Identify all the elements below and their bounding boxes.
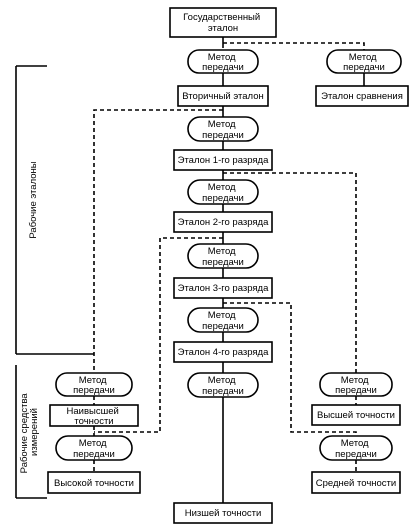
medium-accuracy-box: Средней точности: [311, 471, 401, 494]
standard-rank-4-box: Эталон 4-го разряда: [173, 341, 273, 363]
transfer-method-center-line-1: Метод: [208, 375, 236, 386]
standard-rank-3-box: Эталон 3-го разряда: [173, 277, 273, 299]
transfer-method-right-1: Метод передачи: [319, 372, 393, 397]
high-accuracy-box: Высокой точности: [47, 471, 141, 494]
transfer-method-4-line-1: Метод: [208, 182, 236, 193]
lowest-accuracy-label: Низшей точности: [185, 508, 262, 519]
svg-text:Метод передачи: Метод передачи: [335, 375, 377, 396]
transfer-method-left-2-line-2: передачи: [73, 449, 115, 460]
highest-accuracy-box: Наивысшей точности: [49, 404, 139, 427]
svg-text:Наивысшей точности: Наивысшей точности: [67, 406, 122, 427]
state-standard-box: Государственный эталон: [169, 7, 277, 38]
working-instruments-line-2: измерений: [29, 408, 40, 456]
svg-text:Метод передачи: Метод передачи: [202, 52, 244, 73]
state-standard-line-2: эталон: [208, 23, 238, 34]
transfer-method-right-1-line-1: Метод: [341, 375, 369, 386]
svg-text:Метод передачи: Метод передачи: [202, 310, 244, 332]
transfer-method-1-line-2: передачи: [202, 62, 244, 73]
transfer-method-6-line-2: передачи: [202, 321, 244, 332]
higher-accuracy-box: Высшей точности: [311, 404, 401, 426]
connector-lines: [15, 37, 365, 503]
transfer-method-right-2-line-1: Метод: [341, 438, 369, 449]
lowest-accuracy-box: Низшей точности: [173, 502, 273, 524]
transfer-method-4: Метод передачи: [187, 179, 259, 205]
svg-text:Метод передачи: Метод передачи: [202, 375, 244, 397]
comparison-standard-box: Эталон сравнения: [315, 85, 409, 107]
transfer-method-right-1-line-2: передачи: [335, 385, 377, 396]
standard-rank-3-label: Эталон 3-го разряда: [178, 283, 269, 294]
transfer-method-2-line-1: Метод: [349, 52, 377, 63]
transfer-method-left-1: Метод передачи: [55, 372, 133, 397]
standard-rank-1-label: Эталон 1-го разряда: [178, 155, 269, 166]
transfer-method-3: Метод передачи: [187, 116, 259, 142]
svg-text:Метод передачи: Метод передачи: [73, 375, 115, 396]
transfer-method-right-2: Метод передачи: [319, 435, 393, 461]
standard-rank-4-label: Эталон 4-го разряда: [178, 347, 269, 358]
transfer-method-right-2-line-2: передачи: [335, 449, 377, 460]
high-accuracy-label: Высокой точности: [54, 478, 134, 489]
transfer-method-5-line-1: Метод: [208, 246, 236, 257]
transfer-method-3-line-2: передачи: [202, 130, 244, 141]
higher-accuracy-label: Высшей точности: [317, 410, 395, 421]
transfer-method-4-line-2: передачи: [202, 193, 244, 204]
transfer-method-1: Метод передачи: [187, 49, 259, 74]
standard-rank-2-box: Эталон 2-го разряда: [173, 211, 273, 233]
svg-text:Метод передачи: Метод передачи: [202, 119, 244, 141]
working-instruments-line-1: Рабочие средства: [19, 393, 30, 474]
transfer-method-3-line-1: Метод: [208, 119, 236, 130]
comparison-standard-label: Эталон сравнения: [321, 91, 403, 102]
working-standards-label: Рабочие эталоны: [28, 161, 39, 238]
working-instruments-label: Рабочие средства измерений: [19, 391, 40, 474]
transfer-method-5: Метод передачи: [187, 243, 259, 269]
svg-text:Метод передачи: Метод передачи: [202, 182, 244, 204]
transfer-method-center: Метод передачи: [187, 372, 259, 398]
secondary-standard-label: Вторичный эталон: [182, 91, 263, 102]
svg-text:Метод передачи: Метод передачи: [73, 438, 115, 460]
svg-text:Метод передачи: Метод передачи: [202, 246, 244, 268]
transfer-method-2: Метод передачи: [326, 49, 402, 74]
medium-accuracy-label: Средней точности: [316, 478, 396, 489]
state-standard-line-1: Государственный: [183, 12, 260, 23]
transfer-method-5-line-2: передачи: [202, 257, 244, 268]
svg-text:Метод передачи: Метод передачи: [343, 52, 385, 73]
standard-rank-2-label: Эталон 2-го разряда: [178, 217, 269, 228]
transfer-method-1-line-1: Метод: [208, 52, 236, 63]
transfer-method-6: Метод передачи: [187, 307, 259, 333]
transfer-method-6-line-1: Метод: [208, 310, 236, 321]
transfer-method-center-line-2: передачи: [202, 386, 244, 397]
transfer-method-left-1-line-2: передачи: [73, 385, 115, 396]
highest-accuracy-line-2: точности: [74, 416, 113, 427]
transfer-method-2-line-2: передачи: [343, 62, 385, 73]
transfer-method-left-1-line-1: Метод: [79, 375, 107, 386]
secondary-standard-box: Вторичный эталон: [177, 85, 269, 107]
svg-text:Государственный эталон: Государственный эталон: [183, 12, 263, 34]
highest-accuracy-line-1: Наивысшей: [67, 406, 119, 417]
standard-rank-1-box: Эталон 1-го разряда: [173, 149, 273, 171]
transfer-method-left-2: Метод передачи: [55, 435, 133, 461]
transfer-method-left-2-line-1: Метод: [79, 438, 107, 449]
svg-text:Метод передачи: Метод передачи: [335, 438, 377, 460]
